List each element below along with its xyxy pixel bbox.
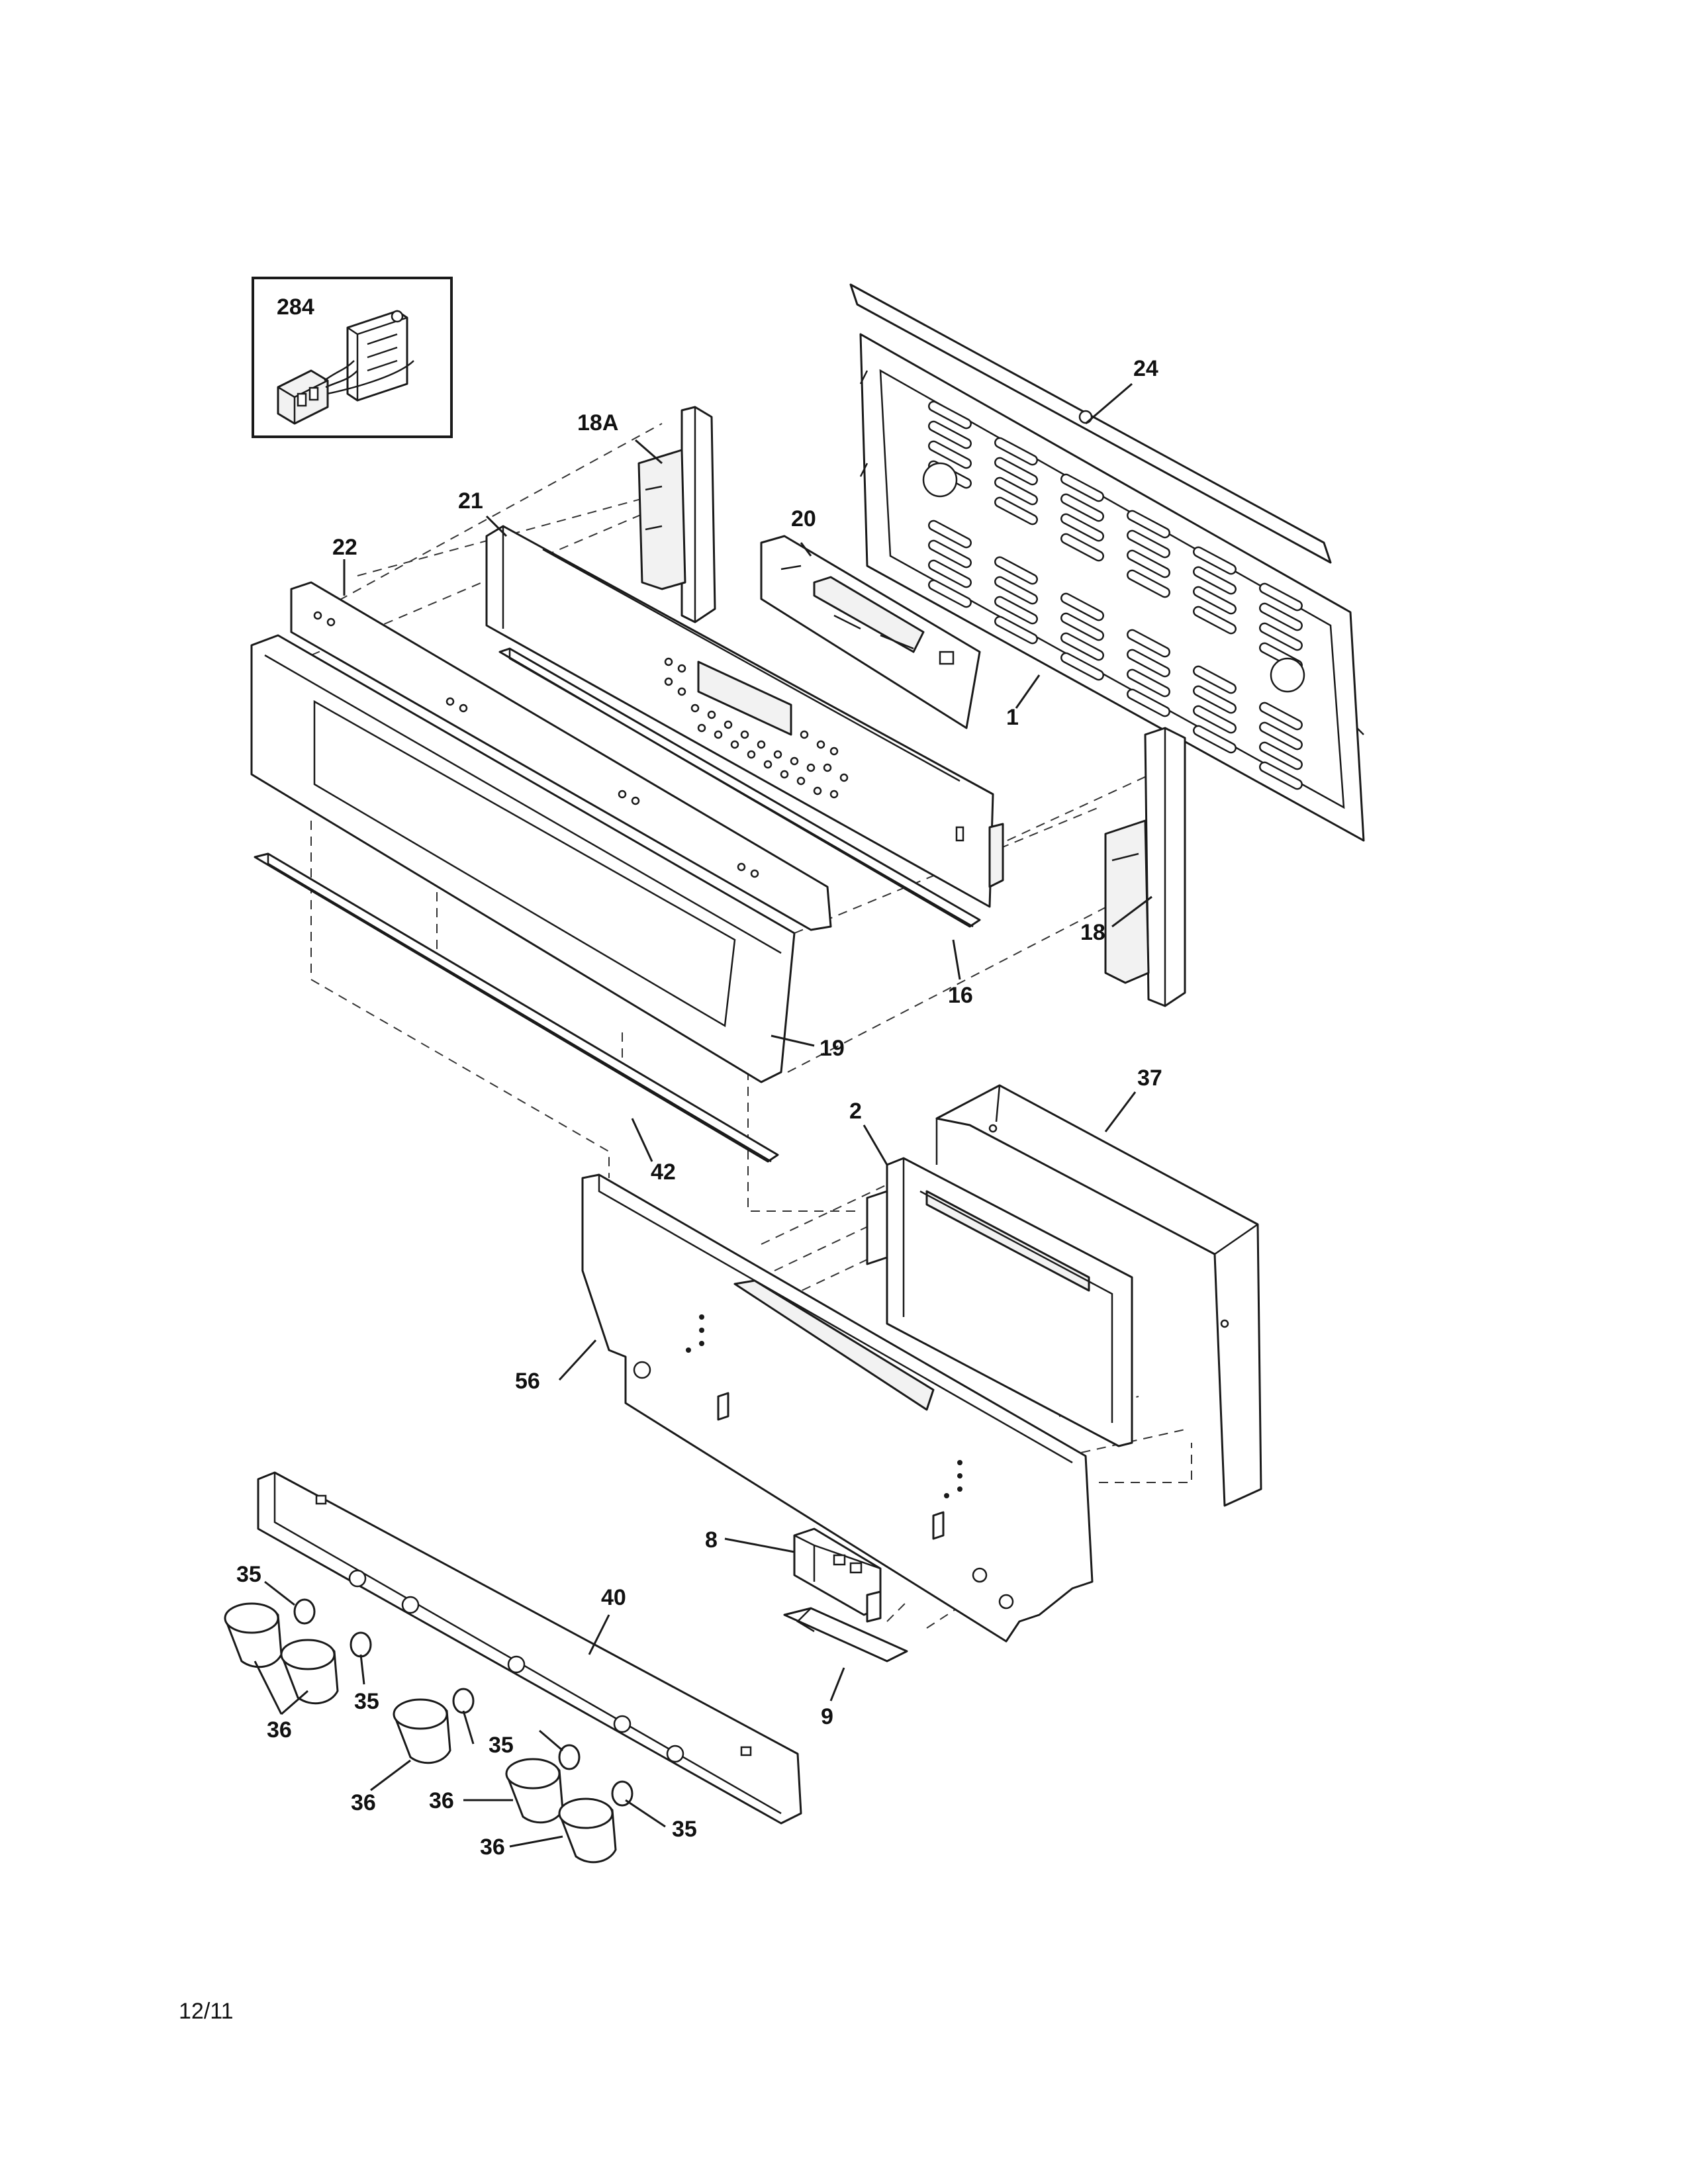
part-8-switch-block <box>793 1527 882 1623</box>
callout-36: 36 <box>480 1835 505 1860</box>
callout-21: 21 <box>458 488 483 514</box>
footer-date: 12/11 <box>179 1999 234 2024</box>
callout-8: 8 <box>705 1527 718 1553</box>
callout-40: 40 <box>601 1585 626 1610</box>
callout-37: 37 <box>1137 1066 1162 1091</box>
callout-42: 42 <box>651 1160 676 1185</box>
callout-35: 35 <box>672 1817 697 1842</box>
keypad-dots <box>664 657 849 799</box>
callout-36: 36 <box>267 1717 292 1743</box>
callout-284: 284 <box>277 295 314 320</box>
part-2-duct <box>866 1157 1133 1447</box>
callout-22: 22 <box>332 535 357 560</box>
inset-box-284 <box>252 277 453 438</box>
knob-icon <box>224 1602 283 1668</box>
knob-icon <box>558 1797 617 1864</box>
knob-set <box>224 1598 633 1864</box>
knob-icon <box>393 1698 451 1764</box>
leader-lines <box>254 383 1152 1848</box>
part-9-shield-plate <box>783 1607 908 1662</box>
bezel-icon <box>293 1598 633 1807</box>
part-22-side-trim <box>290 581 832 931</box>
callout-9: 9 <box>821 1704 833 1729</box>
callout-2: 2 <box>849 1099 862 1124</box>
callout-18a: 18A <box>577 410 618 435</box>
callout-16: 16 <box>948 983 973 1008</box>
part-20-control-board <box>760 535 981 729</box>
callout-24: 24 <box>1133 356 1158 381</box>
part-56-lower-panel <box>581 1173 1094 1643</box>
knob-icon <box>280 1639 339 1705</box>
callout-35: 35 <box>354 1689 379 1714</box>
part-42-lower-trim <box>254 852 779 1163</box>
part-21-control-panel <box>485 525 1004 908</box>
part-24-rear-panel <box>849 283 1365 842</box>
callout-35: 35 <box>236 1562 261 1587</box>
callout-1: 1 <box>1006 705 1019 730</box>
part-37-shroud <box>935 1084 1262 1507</box>
knob-icon <box>505 1758 564 1824</box>
part-18-right-bracket <box>1104 727 1186 1007</box>
part-18a-left-bracket <box>637 406 716 623</box>
callout-19: 19 <box>820 1036 845 1061</box>
wire-harness-relay-icon <box>277 310 414 425</box>
callout-20: 20 <box>791 506 816 531</box>
part-16-trim-strip <box>498 647 981 928</box>
callout-56: 56 <box>515 1369 540 1394</box>
callout-35: 35 <box>489 1733 514 1758</box>
callout-18: 18 <box>1080 920 1105 945</box>
callout-36: 36 <box>351 1790 376 1815</box>
callout-labels: 284 1 2 8 9 16 18 18A 19 20 21 22 24 37 … <box>236 295 1162 1860</box>
callout-36: 36 <box>429 1788 454 1813</box>
part-19-front-overlay <box>250 634 796 1083</box>
part-40-control-panel <box>257 1471 802 1825</box>
